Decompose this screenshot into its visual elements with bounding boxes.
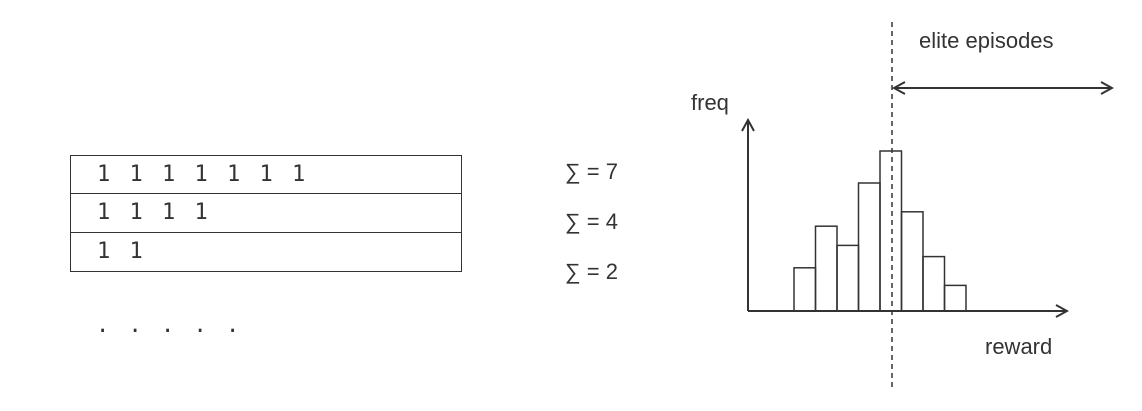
- histogram-bar: [814, 225, 838, 312]
- histogram-bar: [793, 267, 817, 312]
- episode-row-1: 1 1 1 1 1 1 1: [70, 155, 462, 194]
- episode-sum-1: ∑ = 7: [565, 159, 618, 184]
- histogram-bar: [900, 211, 924, 312]
- histogram-bar: [879, 150, 903, 312]
- episode-sum-2: ∑ = 4: [565, 209, 618, 234]
- x-axis-label: reward: [985, 334, 1052, 359]
- histogram-bar: [857, 182, 881, 312]
- more-episodes-ellipsis: . . . . .: [96, 313, 243, 338]
- elite-episodes-label: elite episodes: [919, 28, 1054, 53]
- episode-list: 1 1 1 1 1 1 1 1 1 1 1 1 1: [70, 155, 462, 272]
- y-axis-label: freq: [691, 90, 729, 115]
- histogram-bar: [943, 284, 967, 312]
- histogram-bar: [836, 244, 860, 312]
- histogram-bars: [793, 150, 967, 312]
- episode-sum-3: ∑ = 2: [565, 259, 618, 284]
- episode-row-3: 1 1: [70, 233, 462, 272]
- histogram-bar: [922, 255, 946, 312]
- episode-row-2: 1 1 1 1: [70, 194, 462, 233]
